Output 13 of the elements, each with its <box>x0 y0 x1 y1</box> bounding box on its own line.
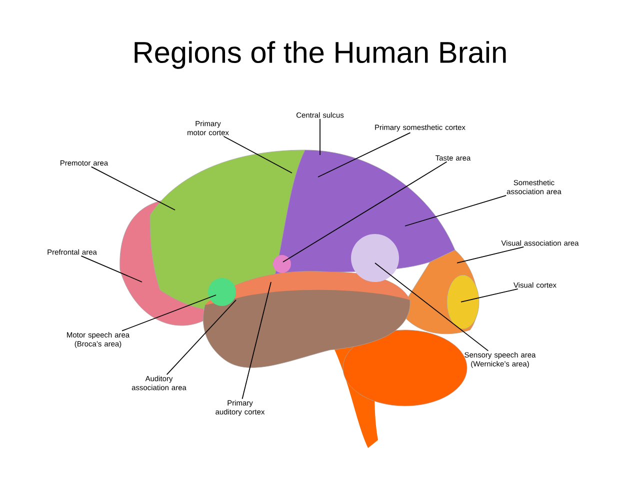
leader-line <box>460 288 518 302</box>
leader-line <box>404 194 507 226</box>
leader-line <box>122 294 216 332</box>
leader-line <box>90 166 176 210</box>
leader-line <box>242 282 272 400</box>
leader-line <box>223 136 292 174</box>
leader-line <box>318 132 411 178</box>
leader-line <box>374 262 489 352</box>
leader-line <box>80 255 142 282</box>
leader-line <box>282 161 448 262</box>
leader-line <box>456 246 524 264</box>
title: Regions of the Human Brain <box>134 41 506 69</box>
leader-line <box>166 300 236 376</box>
